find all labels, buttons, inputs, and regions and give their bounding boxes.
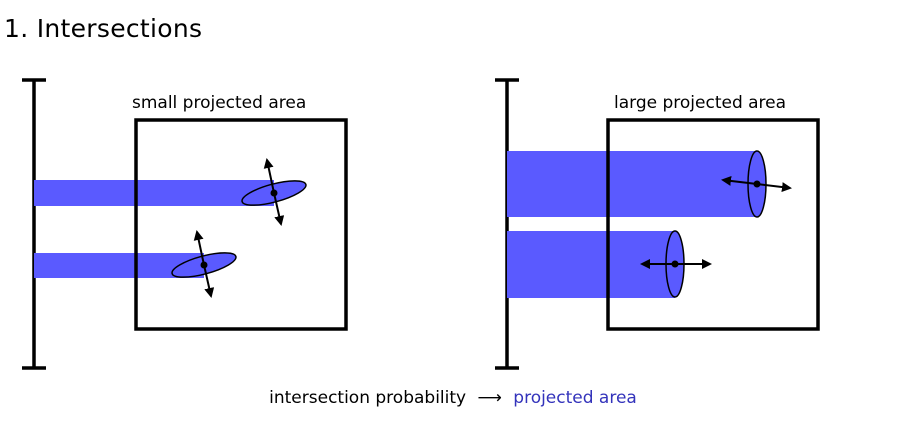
caption: intersection probability ⟶ projected are… bbox=[0, 388, 906, 408]
left-volume-box bbox=[134, 118, 348, 331]
caption-lead: intersection probability bbox=[269, 388, 467, 408]
left-panel bbox=[22, 78, 348, 370]
large-particle-bottom bbox=[640, 230, 712, 298]
right-beam-top bbox=[507, 151, 757, 217]
right-emitter-bar bbox=[495, 78, 519, 370]
right-panel-label: large projected area bbox=[614, 93, 787, 113]
small-particle-top bbox=[241, 158, 307, 226]
small-particle-bottom bbox=[171, 230, 237, 298]
caption-target: projected area bbox=[513, 388, 637, 408]
right-volume-box bbox=[606, 118, 820, 331]
slide-title: 1. Intersections bbox=[4, 14, 203, 43]
left-emitter-bar bbox=[22, 78, 46, 370]
caption-arrow-icon: ⟶ bbox=[477, 388, 502, 408]
left-panel-label: small projected area bbox=[132, 93, 307, 113]
left-beam-top bbox=[34, 180, 274, 206]
large-particle-top bbox=[721, 150, 792, 218]
right-panel bbox=[495, 78, 820, 370]
